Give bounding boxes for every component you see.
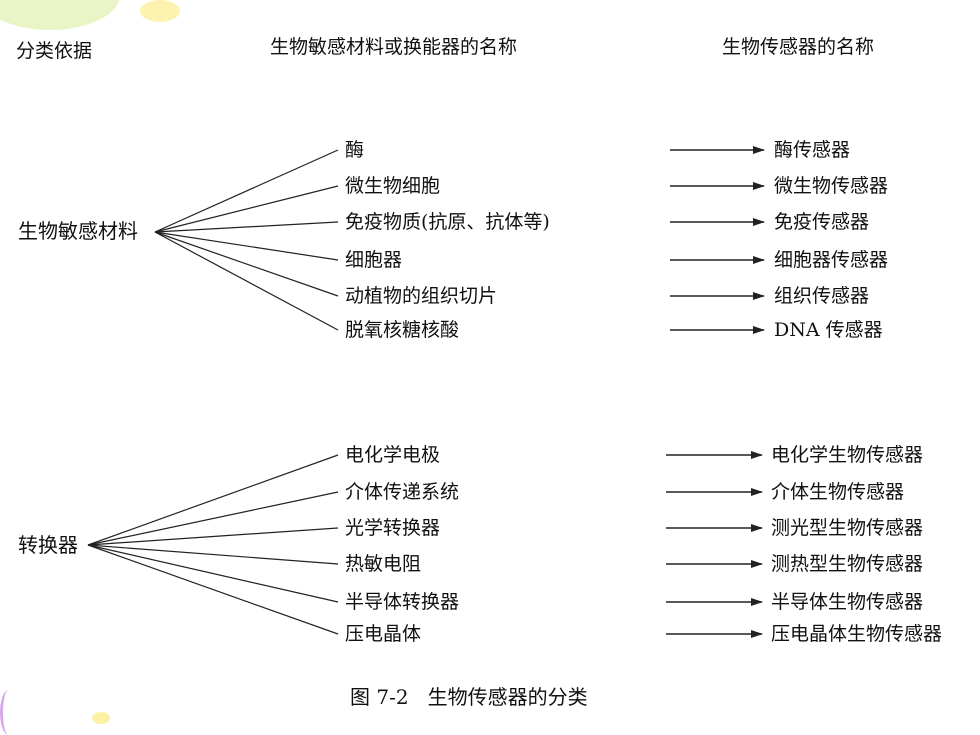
source-item: 半导体转换器 — [345, 591, 460, 613]
source-item: 脱氧核糖核酸 — [345, 319, 460, 341]
target-item: 微生物传感器 — [774, 175, 889, 197]
source-item: 热敏电阻 — [345, 553, 422, 575]
target-item: 压电晶体生物传感器 — [771, 623, 943, 645]
header-materials: 生物敏感材料或换能器的名称 — [270, 36, 518, 58]
target-item: 细胞器传感器 — [774, 249, 889, 271]
target-item: 测光型生物传感器 — [771, 517, 924, 539]
fan-line — [154, 231, 339, 297]
source-item: 介体传递系统 — [345, 481, 460, 503]
source-item: 光学转换器 — [345, 517, 441, 539]
group-root-transducers: 转换器 — [18, 533, 78, 557]
target-item: DNA 传感器 — [774, 319, 883, 341]
source-item: 电化学电极 — [345, 444, 441, 466]
fan-line — [87, 544, 339, 635]
fan-line — [87, 491, 339, 546]
target-item: 半导体生物传感器 — [771, 591, 924, 613]
target-item: 组织传感器 — [774, 285, 870, 307]
target-item: 酶传感器 — [774, 139, 851, 161]
target-item: 测热型生物传感器 — [771, 553, 924, 575]
source-item: 细胞器 — [345, 249, 403, 271]
source-item: 压电晶体 — [345, 623, 422, 645]
target-item: 电化学生物传感器 — [771, 444, 924, 466]
header-sensors: 生物传感器的名称 — [722, 36, 875, 58]
fan-line — [154, 185, 339, 233]
fan-line — [154, 231, 339, 261]
fan-line — [154, 221, 339, 233]
fan-line — [87, 544, 339, 565]
source-item: 酶 — [345, 139, 365, 161]
fan-line — [87, 527, 339, 546]
target-item: 介体生物传感器 — [771, 481, 905, 503]
source-item: 免疫物质(抗原、抗体等) — [345, 211, 550, 233]
fan-line — [87, 544, 339, 603]
fan-line — [154, 231, 339, 331]
fan-line — [154, 149, 339, 233]
figure-caption: 图 7-2 生物传感器的分类 — [350, 685, 588, 709]
target-item: 免疫传感器 — [774, 211, 870, 233]
group-root-materials: 生物敏感材料 — [18, 219, 138, 243]
source-item: 微生物细胞 — [345, 175, 441, 197]
header-basis: 分类依据 — [16, 40, 93, 62]
source-item: 动植物的组织切片 — [345, 285, 498, 307]
fan-line — [87, 454, 339, 546]
